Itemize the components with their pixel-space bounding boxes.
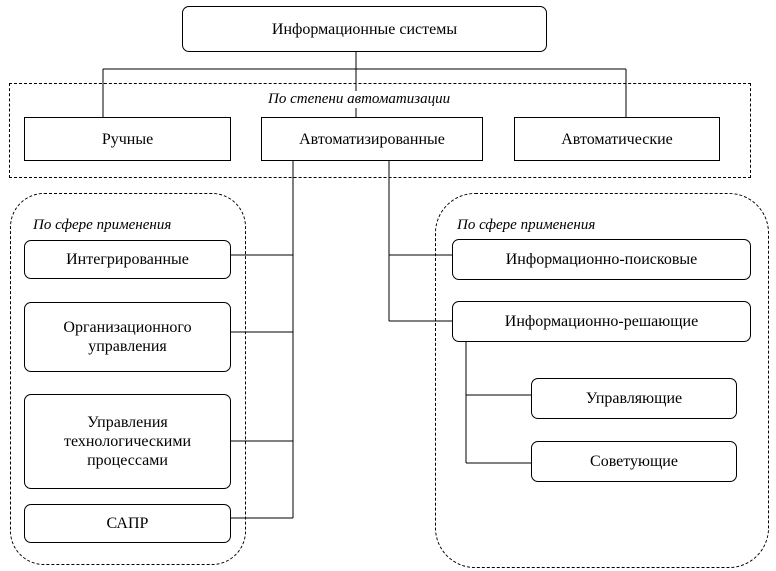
- right-application-group-frame: [435, 193, 769, 568]
- node-organizational-management: Организационного управления: [24, 302, 231, 372]
- node-organizational-management-line-2: управления: [88, 338, 167, 355]
- right-group-label: По сфере применения: [455, 217, 598, 234]
- node-integrated: Интегрированные: [24, 240, 231, 279]
- node-organizational-management-line-1: Организационного: [63, 319, 192, 336]
- root-node: Информационные системы: [182, 6, 547, 52]
- automation-group-label: По степени автоматизации: [266, 91, 453, 108]
- node-manual: Ручные: [24, 117, 231, 161]
- node-controlling: Управляющие: [531, 378, 737, 419]
- node-information-retrieval: Информационно-поисковые: [452, 239, 751, 280]
- node-information-solving: Информационно-решающие: [452, 301, 751, 342]
- node-process-control: Управления технологическими процессами: [24, 394, 231, 489]
- node-cad: САПР: [24, 504, 231, 543]
- left-group-label: По сфере применения: [31, 217, 174, 234]
- node-process-control-line-1: Управления: [87, 414, 168, 431]
- node-advising: Советующие: [531, 441, 737, 482]
- node-process-control-line-2: технологическими: [63, 433, 191, 450]
- node-process-control-line-3: процессами: [87, 452, 168, 469]
- node-automated: Автоматизированные: [261, 117, 483, 161]
- node-automatic: Автоматические: [514, 117, 720, 161]
- automation-group-frame: [9, 83, 751, 178]
- left-application-group-frame: [10, 193, 246, 565]
